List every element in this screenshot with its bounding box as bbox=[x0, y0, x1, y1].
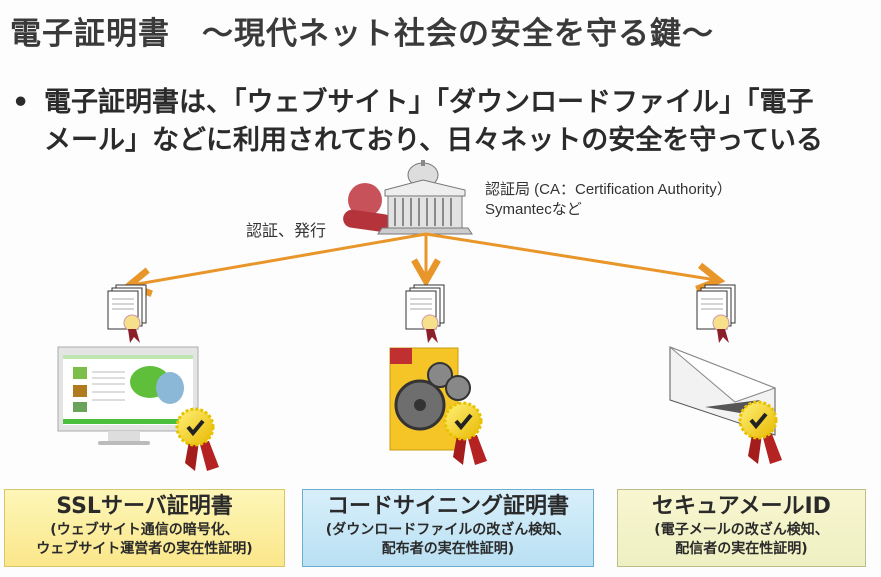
certificate-title: セキュアメールID bbox=[652, 494, 831, 519]
verified-badge-icon bbox=[175, 407, 219, 471]
certificate-document-icon bbox=[107, 284, 147, 343]
secure-mail-id-box: セキュアメールID (電子メールの改ざん検知、 配信者の実在性証明) bbox=[617, 489, 866, 567]
bullet-point: • 電子証明書は、「ウェブサイト」「ダウンロードファイル」「電子 メール」などに… bbox=[12, 84, 823, 160]
certificate-document-icon bbox=[696, 284, 736, 343]
certificate-desc: (電子メールの改ざん検知、 bbox=[654, 522, 829, 538]
code-signing-certificate-box: コードサイニング証明書 (ダウンロードファイルの改ざん検知、 配布者の実在性証明… bbox=[302, 489, 594, 567]
ca-name: 認証局 (CA：Certification Authority） bbox=[485, 181, 732, 198]
ssl-certificate-box: SSLサーバ証明書 (ウェブサイト通信の暗号化、 ウェブサイト運営者の実在性証明… bbox=[4, 489, 285, 567]
bullet-marker: • bbox=[12, 87, 30, 118]
certificate-authority-icon bbox=[343, 160, 473, 235]
issue-action-label: 認証、発行 bbox=[246, 223, 327, 240]
page-title: 電子証明書 ～現代ネット社会の安全を守る鍵～ bbox=[10, 16, 714, 52]
certificate-desc: 配布者の実在性証明) bbox=[381, 541, 515, 557]
arrow-to-ssl bbox=[132, 232, 427, 285]
ca-description: 認証局 (CA：Certification Authority） Symante… bbox=[485, 180, 732, 220]
arrow-to-mail bbox=[425, 232, 716, 280]
bullet-line-1: 電子証明書は、「ウェブサイト」「ダウンロードファイル」「電子 bbox=[44, 87, 814, 118]
certificate-document-icon bbox=[405, 284, 445, 343]
bullet-line-2: メール」などに利用されており、日々ネットの安全を守っている bbox=[44, 125, 823, 156]
certificate-title: コードサイニング証明書 bbox=[326, 494, 569, 519]
bank-building-icon bbox=[377, 160, 473, 235]
website-monitor-icon bbox=[57, 346, 199, 445]
stamp-seal-icon bbox=[343, 183, 393, 233]
verified-badge-icon bbox=[738, 400, 782, 464]
certificate-desc: (ダウンロードファイルの改ざん検知、 bbox=[325, 522, 571, 538]
certificate-desc: (ウェブサイト通信の暗号化、 bbox=[50, 522, 239, 538]
verified-badge-icon bbox=[443, 401, 487, 465]
certificate-desc: ウェブサイト運営者の実在性証明) bbox=[36, 541, 253, 557]
ca-example: Symantecなど bbox=[485, 201, 582, 218]
certificate-desc: 配信者の実在性証明) bbox=[675, 541, 808, 557]
software-package-icon bbox=[389, 347, 471, 451]
certificate-title: SSLサーバ証明書 bbox=[56, 494, 233, 519]
